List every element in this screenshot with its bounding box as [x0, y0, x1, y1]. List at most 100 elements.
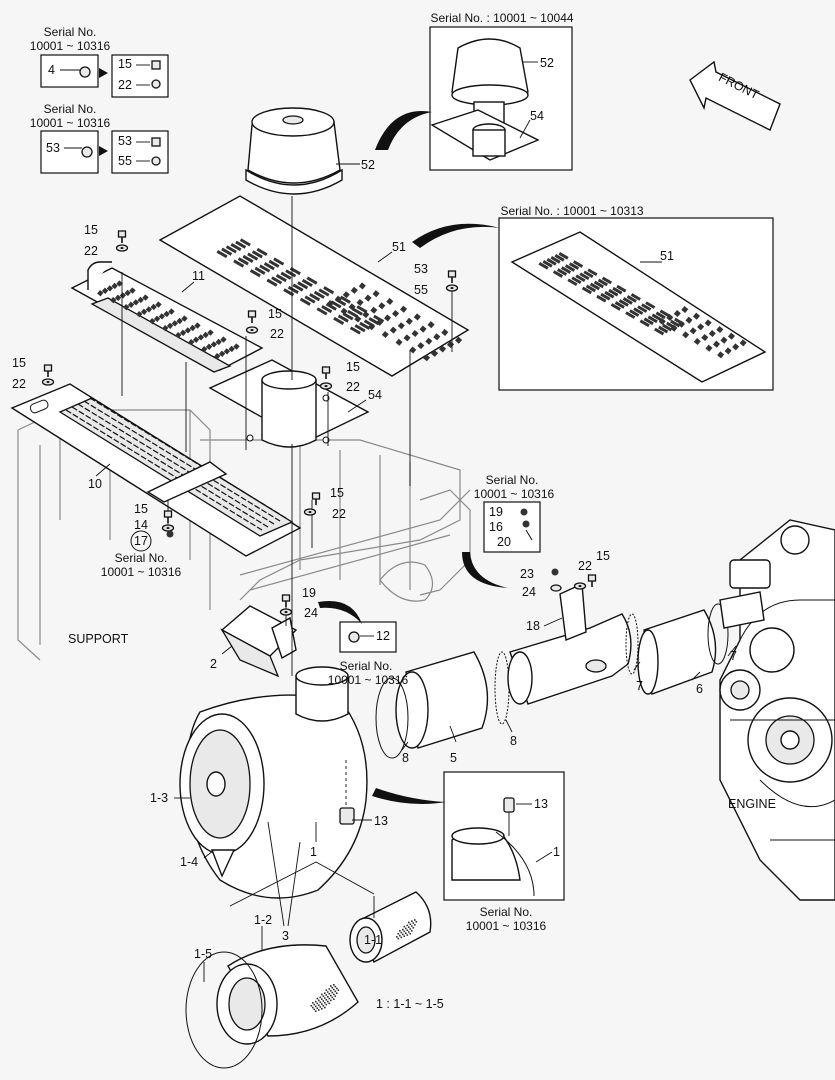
- washer-icon: [151, 156, 161, 166]
- grille-slot: [283, 288, 295, 297]
- grille-hole: [677, 320, 685, 328]
- fitting-icon: [503, 797, 515, 813]
- grille-slot: [645, 301, 656, 309]
- part-label: 22: [118, 78, 132, 92]
- grid-hole: [233, 343, 240, 350]
- mesh-dot: [328, 997, 331, 1000]
- grille-slot: [271, 276, 283, 285]
- mesh-dot: [411, 930, 413, 932]
- mesh-dot: [325, 994, 328, 996]
- part-label: 2: [210, 657, 217, 671]
- grid-hole: [189, 324, 196, 332]
- grille-slot: [583, 270, 594, 279]
- grille-slot: [633, 307, 644, 315]
- grille-slot: [593, 280, 604, 289]
- grille-slot: [581, 286, 592, 295]
- grille-hole: [378, 302, 386, 310]
- bolt-icon: [587, 574, 597, 582]
- bolt-icon: [151, 137, 161, 147]
- grille-hole: [405, 317, 413, 325]
- mesh-dot: [334, 995, 337, 997]
- mesh-dot: [319, 1001, 322, 1003]
- grille-slot: [612, 286, 623, 295]
- part-label: 15: [346, 360, 360, 374]
- nut-icon: [551, 568, 559, 576]
- grille-hole: [368, 323, 376, 331]
- bolt-icon: [247, 310, 257, 318]
- mesh-dot: [324, 1002, 326, 1004]
- part-label: 24: [304, 606, 318, 620]
- grille-hole: [384, 314, 392, 322]
- mesh-dot: [414, 924, 416, 926]
- grille-hole: [348, 303, 356, 311]
- inset-serial-line2: 10001 ~ 10316: [328, 673, 409, 687]
- mesh-dot: [333, 993, 335, 996]
- grille-hole: [724, 347, 732, 355]
- grille-slot: [233, 259, 245, 268]
- grid-hole: [111, 282, 118, 290]
- front-arrow: FRONT: [689, 60, 781, 131]
- grid-hole: [220, 336, 227, 343]
- grille-slot: [292, 283, 304, 292]
- grille-hole: [389, 326, 397, 334]
- grid-hole: [166, 322, 174, 329]
- part-label: 19: [302, 586, 316, 600]
- grille-slot: [618, 299, 629, 307]
- part-label: 24: [522, 585, 536, 599]
- washer-hole: [578, 585, 582, 587]
- inset-serial-title: Serial No. : 10001 ~ 10313: [500, 204, 643, 218]
- part-label: 8: [510, 734, 517, 748]
- washer-hole: [450, 287, 454, 289]
- grille-hole: [717, 351, 725, 359]
- inset-serial-line2: 10001 ~ 10316: [101, 565, 182, 579]
- inset-serial-title: Serial No. : 10001 ~ 10044: [430, 11, 573, 25]
- grille-slot: [254, 266, 266, 275]
- part-label: 15: [118, 57, 132, 71]
- part-label: 19: [489, 505, 503, 519]
- grille-51: [158, 195, 470, 377]
- part-label: 22: [346, 380, 360, 394]
- grille-slot: [626, 295, 637, 303]
- bolt-icon: [447, 270, 457, 278]
- mesh-dot: [313, 1008, 316, 1011]
- grille-slot: [654, 327, 665, 336]
- bolt-icon: [311, 492, 321, 500]
- grille-slot: [299, 297, 311, 306]
- part-label: 13: [534, 797, 548, 811]
- grille-slot: [280, 271, 292, 280]
- grille-hole: [666, 314, 674, 322]
- mesh-dot: [334, 990, 337, 993]
- grid-hole: [218, 350, 226, 357]
- grid-hole: [101, 287, 109, 294]
- mesh-dot: [333, 984, 335, 986]
- clamp-8: [494, 651, 510, 725]
- grille-slot: [571, 276, 582, 285]
- grille-slot: [323, 286, 335, 295]
- part-label: 1: [310, 845, 317, 859]
- grille-slot: [596, 294, 607, 303]
- mesh-dot: [402, 933, 404, 936]
- washer-hole: [308, 511, 312, 513]
- grille-slot: [285, 269, 297, 278]
- part-label: 15: [268, 307, 282, 321]
- grid-hole: [171, 320, 179, 327]
- mesh-dot: [321, 1008, 323, 1010]
- grid-hole: [140, 308, 148, 315]
- grid-hole: [197, 334, 205, 341]
- step-rib: [65, 409, 263, 531]
- mesh-dot: [327, 1000, 329, 1003]
- washer-icon: [550, 584, 562, 592]
- mesh-dot: [411, 920, 413, 922]
- mesh-dot: [330, 985, 332, 987]
- grille-hole: [670, 324, 678, 332]
- safety-element-1-1: [349, 891, 432, 964]
- washer-icon: [522, 520, 530, 528]
- grille-slot: [289, 267, 301, 276]
- nut-icon: [166, 530, 174, 538]
- part-label: 15: [134, 502, 148, 516]
- grille-slot: [658, 325, 669, 334]
- part-label: 22: [84, 244, 98, 258]
- mesh-dot: [328, 993, 331, 995]
- grille-hole: [372, 290, 380, 298]
- grid-hole: [110, 297, 117, 304]
